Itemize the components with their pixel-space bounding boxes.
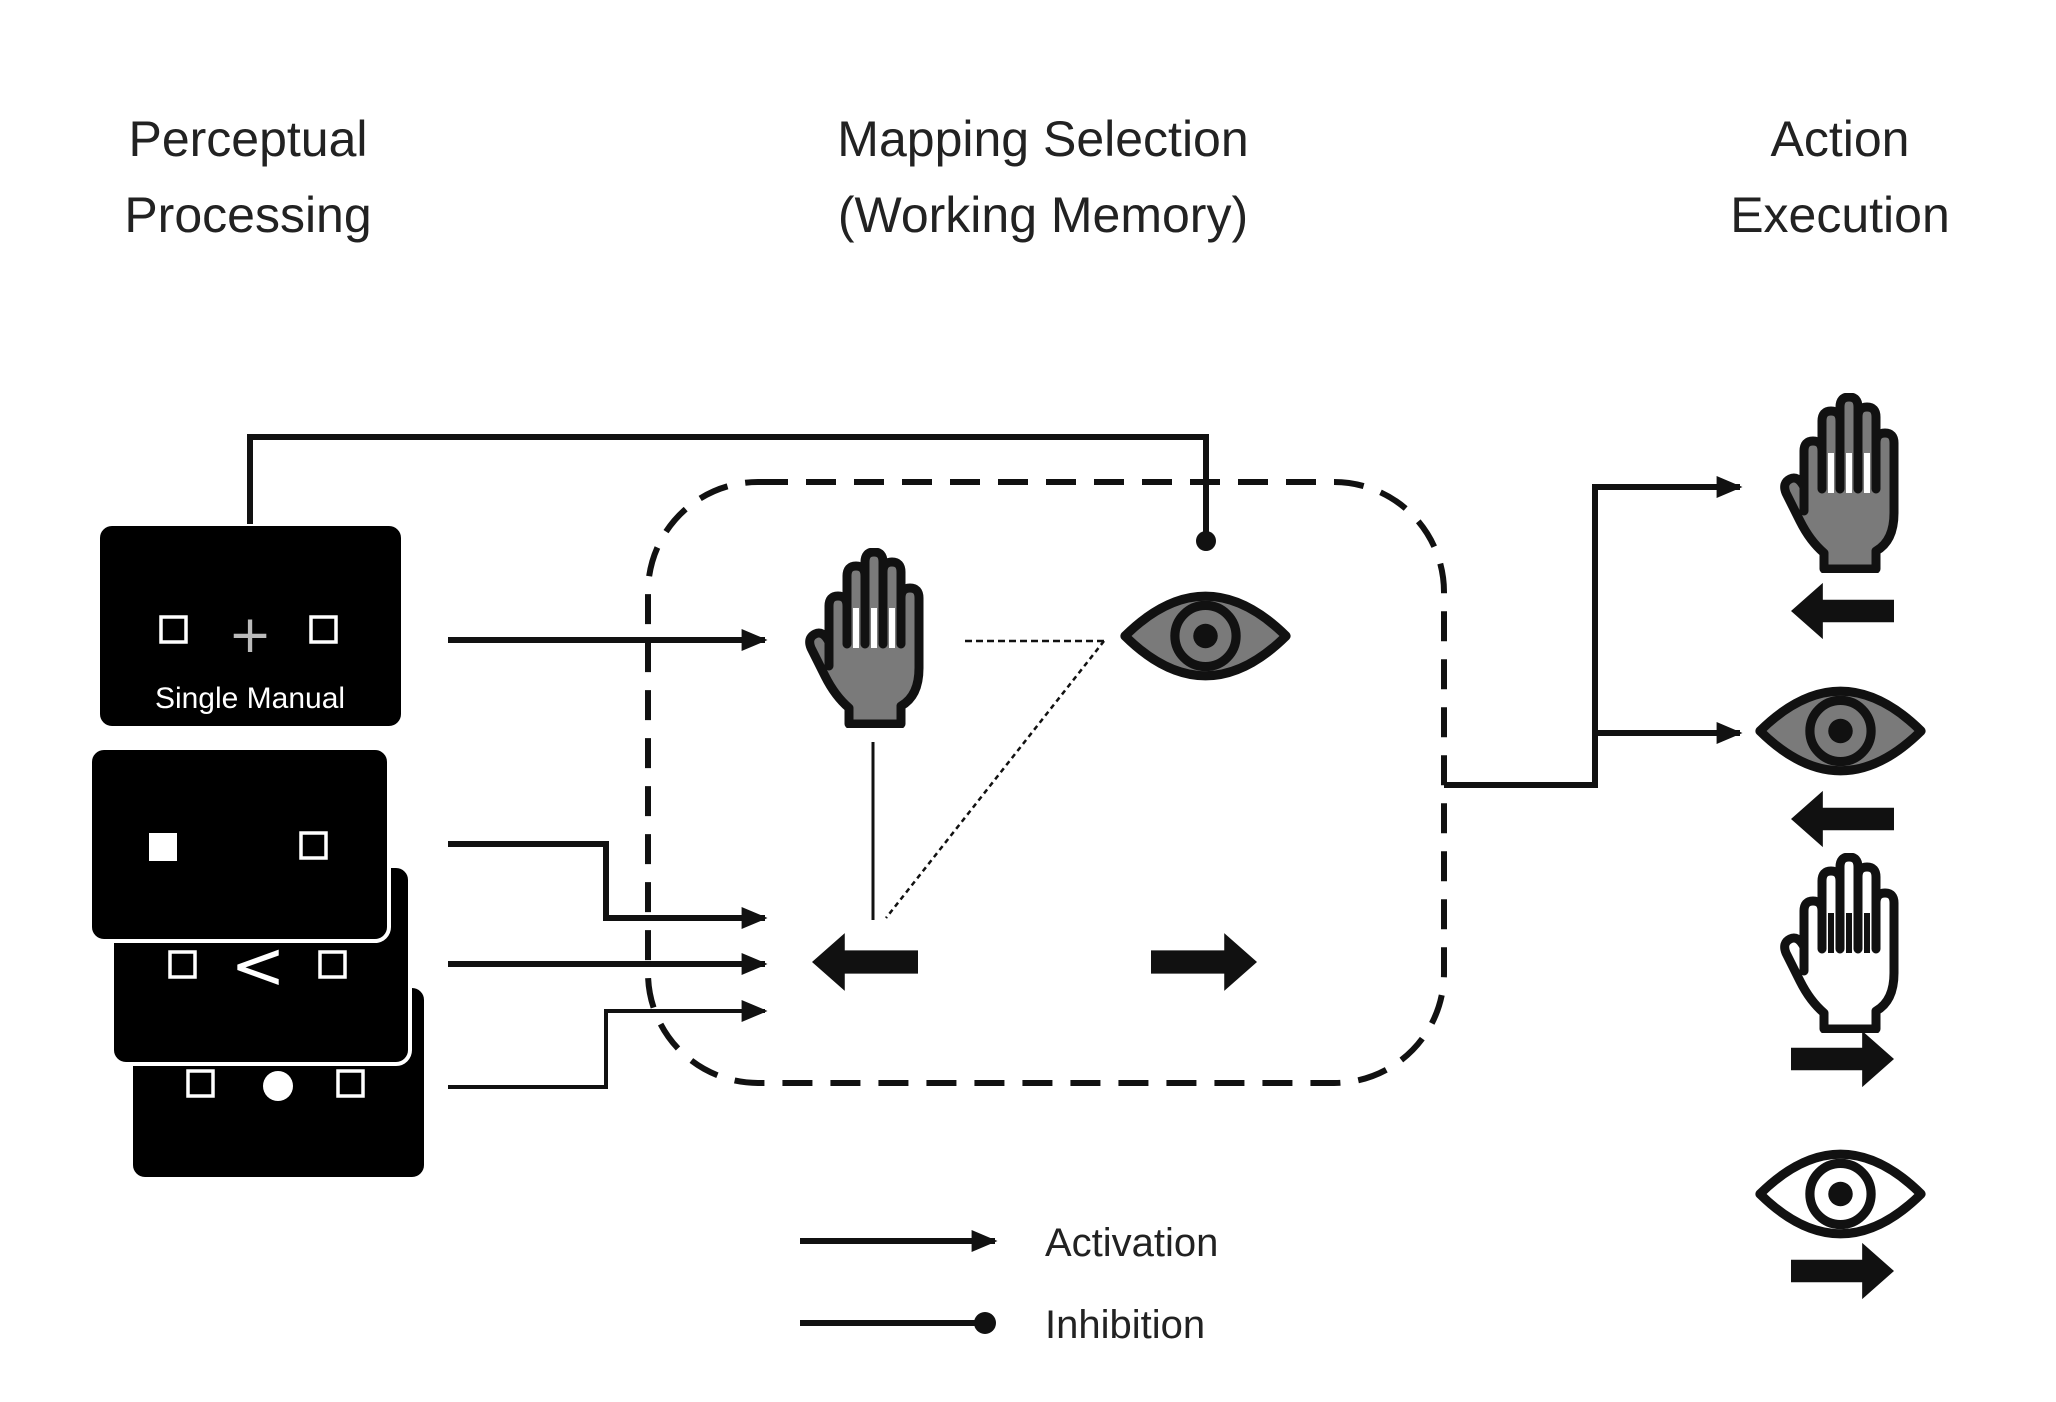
- legend: Activation Inhibition: [800, 1221, 1218, 1347]
- heading-perceptual-line2: Processing: [124, 187, 371, 243]
- heading-mapping-selection: Mapping Selection (Working Memory): [837, 111, 1248, 243]
- output-white-hand-right: [1785, 857, 1894, 1088]
- card-label-single-manual: Single Manual: [155, 682, 345, 715]
- heading-action-execution: Action Execution: [1730, 111, 1950, 243]
- right-arrow-icon: [1791, 1030, 1894, 1088]
- stimulus-box-right: [309, 615, 338, 644]
- stimulus-box-right: [299, 831, 328, 860]
- stimulus-card-filled-square: [88, 746, 391, 943]
- stimulus-card-single-manual: + Single Manual: [96, 522, 405, 730]
- stimulus-dot: [263, 1071, 293, 1101]
- input-arrow-dot: [448, 1000, 768, 1089]
- stimulus-box-left: [159, 615, 188, 644]
- legend-inhibition-dot: [974, 1312, 996, 1334]
- heading-action-line1: Action: [1771, 111, 1910, 167]
- heading-action-line2: Execution: [1730, 187, 1950, 243]
- heading-mapping-line1: Mapping Selection: [837, 111, 1248, 167]
- heading-perceptual-processing: Perceptual Processing: [124, 111, 371, 243]
- output-gray-hand-left: [1785, 397, 1894, 640]
- left-arrow-icon: [1791, 582, 1894, 640]
- stimulus-filled-square: [149, 833, 177, 861]
- legend-activation-label: Activation: [1045, 1221, 1218, 1265]
- heading-mapping-line2: (Working Memory): [838, 187, 1248, 243]
- right-arrow-icon: [1791, 1242, 1894, 1300]
- heading-perceptual-line1: Perceptual: [128, 111, 367, 167]
- inhibition-endpoint: [1196, 531, 1216, 551]
- output-connection-hand: [1444, 476, 1743, 788]
- stimulus-box-right: [336, 1069, 365, 1098]
- gray-hand-icon: [1785, 397, 1894, 569]
- gray-eye-icon: [1760, 691, 1921, 771]
- white-eye-icon: [1760, 1154, 1921, 1234]
- inhibition-connection: [247, 434, 1209, 540]
- stimulus-box-left: [186, 1069, 215, 1098]
- mapping-link-eye-left: [885, 640, 1105, 919]
- output-gray-eye-left: [1760, 691, 1921, 848]
- output-white-eye-right: [1760, 1154, 1921, 1300]
- mapping-eye-icon: [1125, 596, 1286, 676]
- input-arrow-filled-square: [448, 841, 768, 929]
- stimulus-box-left: [168, 950, 197, 979]
- legend-inhibition-label: Inhibition: [1045, 1303, 1205, 1347]
- left-arrow-icon: [1791, 790, 1894, 848]
- fixation-cross: +: [228, 605, 272, 665]
- stimulus-box-right: [318, 950, 347, 979]
- white-hand-icon: [1785, 857, 1894, 1029]
- mapping-right-arrow-icon: [1151, 933, 1257, 991]
- working-memory-box: [645, 479, 1447, 1086]
- mapping-left-arrow-icon: [812, 933, 918, 991]
